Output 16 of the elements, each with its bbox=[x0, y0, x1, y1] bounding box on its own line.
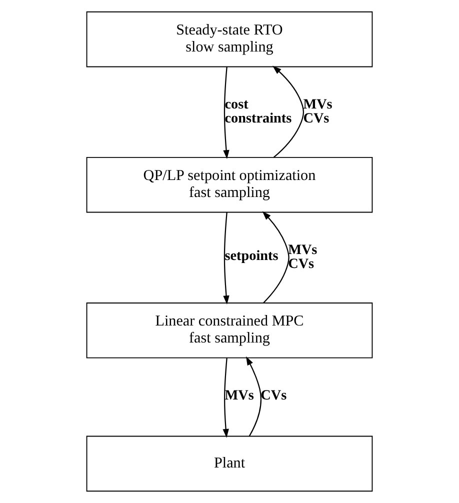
edge-label: MVs bbox=[224, 387, 254, 404]
node-box: Plant bbox=[86, 436, 373, 492]
arrow bbox=[222, 358, 229, 438]
arrow bbox=[262, 211, 290, 304]
edge-label: MVs CVs bbox=[288, 242, 318, 272]
arrow bbox=[223, 66, 230, 159]
node-box: Linear constrained MPC fast sampling bbox=[86, 302, 373, 358]
edge-label: CVs bbox=[260, 387, 287, 404]
node-box: QP/LP setpoint optimization fast sampling bbox=[86, 156, 373, 213]
edge-label: setpoints bbox=[224, 248, 278, 264]
edge-label: cost constraints bbox=[224, 96, 292, 126]
arrow bbox=[223, 212, 230, 305]
edge-label: MVs CVs bbox=[303, 96, 332, 126]
arrow bbox=[246, 356, 262, 436]
node-box: Steady-state RTO slow sampling bbox=[86, 11, 373, 68]
arrow bbox=[272, 66, 304, 158]
